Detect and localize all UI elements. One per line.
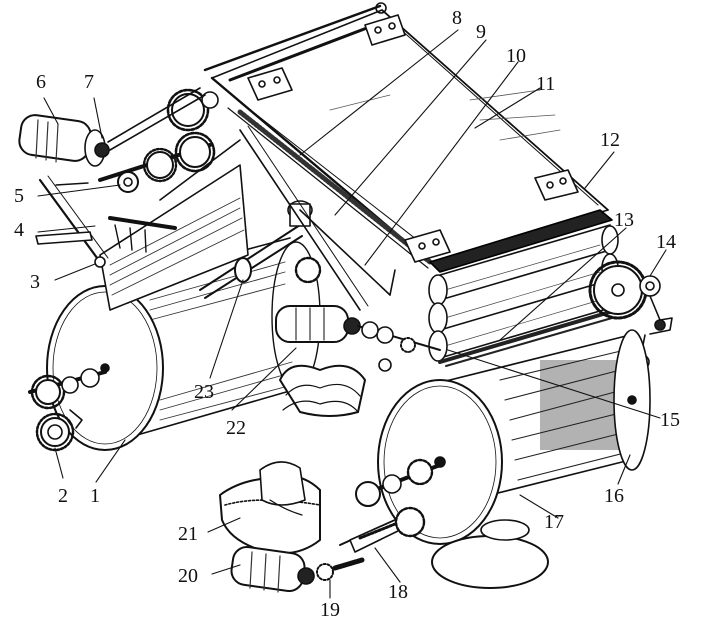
leader-3 <box>54 263 96 281</box>
leader-4 <box>37 225 96 233</box>
roller-bank <box>428 209 619 367</box>
leader-10 <box>364 61 519 266</box>
leader-12 <box>584 151 615 189</box>
callout-20: 20 <box>178 565 198 587</box>
callout-3: 3 <box>30 271 40 293</box>
callout-14: 14 <box>656 231 676 253</box>
leader-13 <box>499 227 627 341</box>
right-spindle-assembly <box>355 458 442 538</box>
callout-23: 23 <box>194 381 214 403</box>
callout-22: 22 <box>226 417 246 439</box>
callout-4: 4 <box>14 219 24 241</box>
left-housing <box>99 139 249 311</box>
left-spindle-assembly <box>28 368 107 452</box>
top-left-motor <box>18 114 110 167</box>
callout-10: 10 <box>506 45 526 67</box>
bottom-motor <box>230 545 315 593</box>
callout-17: 17 <box>544 511 564 533</box>
leader-2 <box>54 447 64 479</box>
leader-16 <box>617 454 631 485</box>
callout-8: 8 <box>452 7 462 29</box>
leader-7 <box>93 97 103 139</box>
leader-9 <box>334 39 487 216</box>
leader-17 <box>519 494 559 519</box>
callout-21: 21 <box>178 523 198 545</box>
leader-20 <box>211 564 241 575</box>
leader-1 <box>95 439 126 483</box>
callout-7: 7 <box>84 71 94 93</box>
callout-6: 6 <box>36 71 46 93</box>
callout-15: 15 <box>660 409 680 431</box>
callout-11: 11 <box>536 73 556 95</box>
bracket-top-right <box>364 2 406 46</box>
cam-block-upper <box>279 364 366 417</box>
leader-21 <box>207 517 241 533</box>
bracket-top-left <box>247 67 293 101</box>
leader-8 <box>299 29 459 156</box>
leader-23 <box>209 279 244 379</box>
leader-6 <box>43 97 59 125</box>
bracket-lower <box>404 229 451 263</box>
leader-18 <box>374 547 401 583</box>
callout-9: 9 <box>476 21 486 43</box>
callout-12: 12 <box>600 129 620 151</box>
base-disc <box>431 519 549 589</box>
cam-block-lower <box>219 461 321 555</box>
leader-11 <box>474 87 541 129</box>
callout-2: 2 <box>58 485 68 507</box>
top-table-panel <box>203 2 609 269</box>
callout-1: 1 <box>90 485 100 507</box>
callout-13: 13 <box>614 209 634 231</box>
callout-5: 5 <box>14 185 24 207</box>
leader-22 <box>231 347 297 411</box>
leader-lines <box>37 29 667 599</box>
right-drum <box>377 329 651 545</box>
left-linkage <box>35 175 177 268</box>
callout-18: 18 <box>388 581 408 603</box>
center-motor <box>275 305 441 353</box>
upper-gear-train <box>98 87 219 193</box>
linkage-rods <box>239 125 396 372</box>
bracket-right <box>534 169 579 201</box>
callout-16: 16 <box>604 485 624 507</box>
leader-15 <box>447 349 661 419</box>
callout-19: 19 <box>320 599 340 621</box>
leader-5 <box>37 184 121 197</box>
leader-14 <box>649 249 667 277</box>
